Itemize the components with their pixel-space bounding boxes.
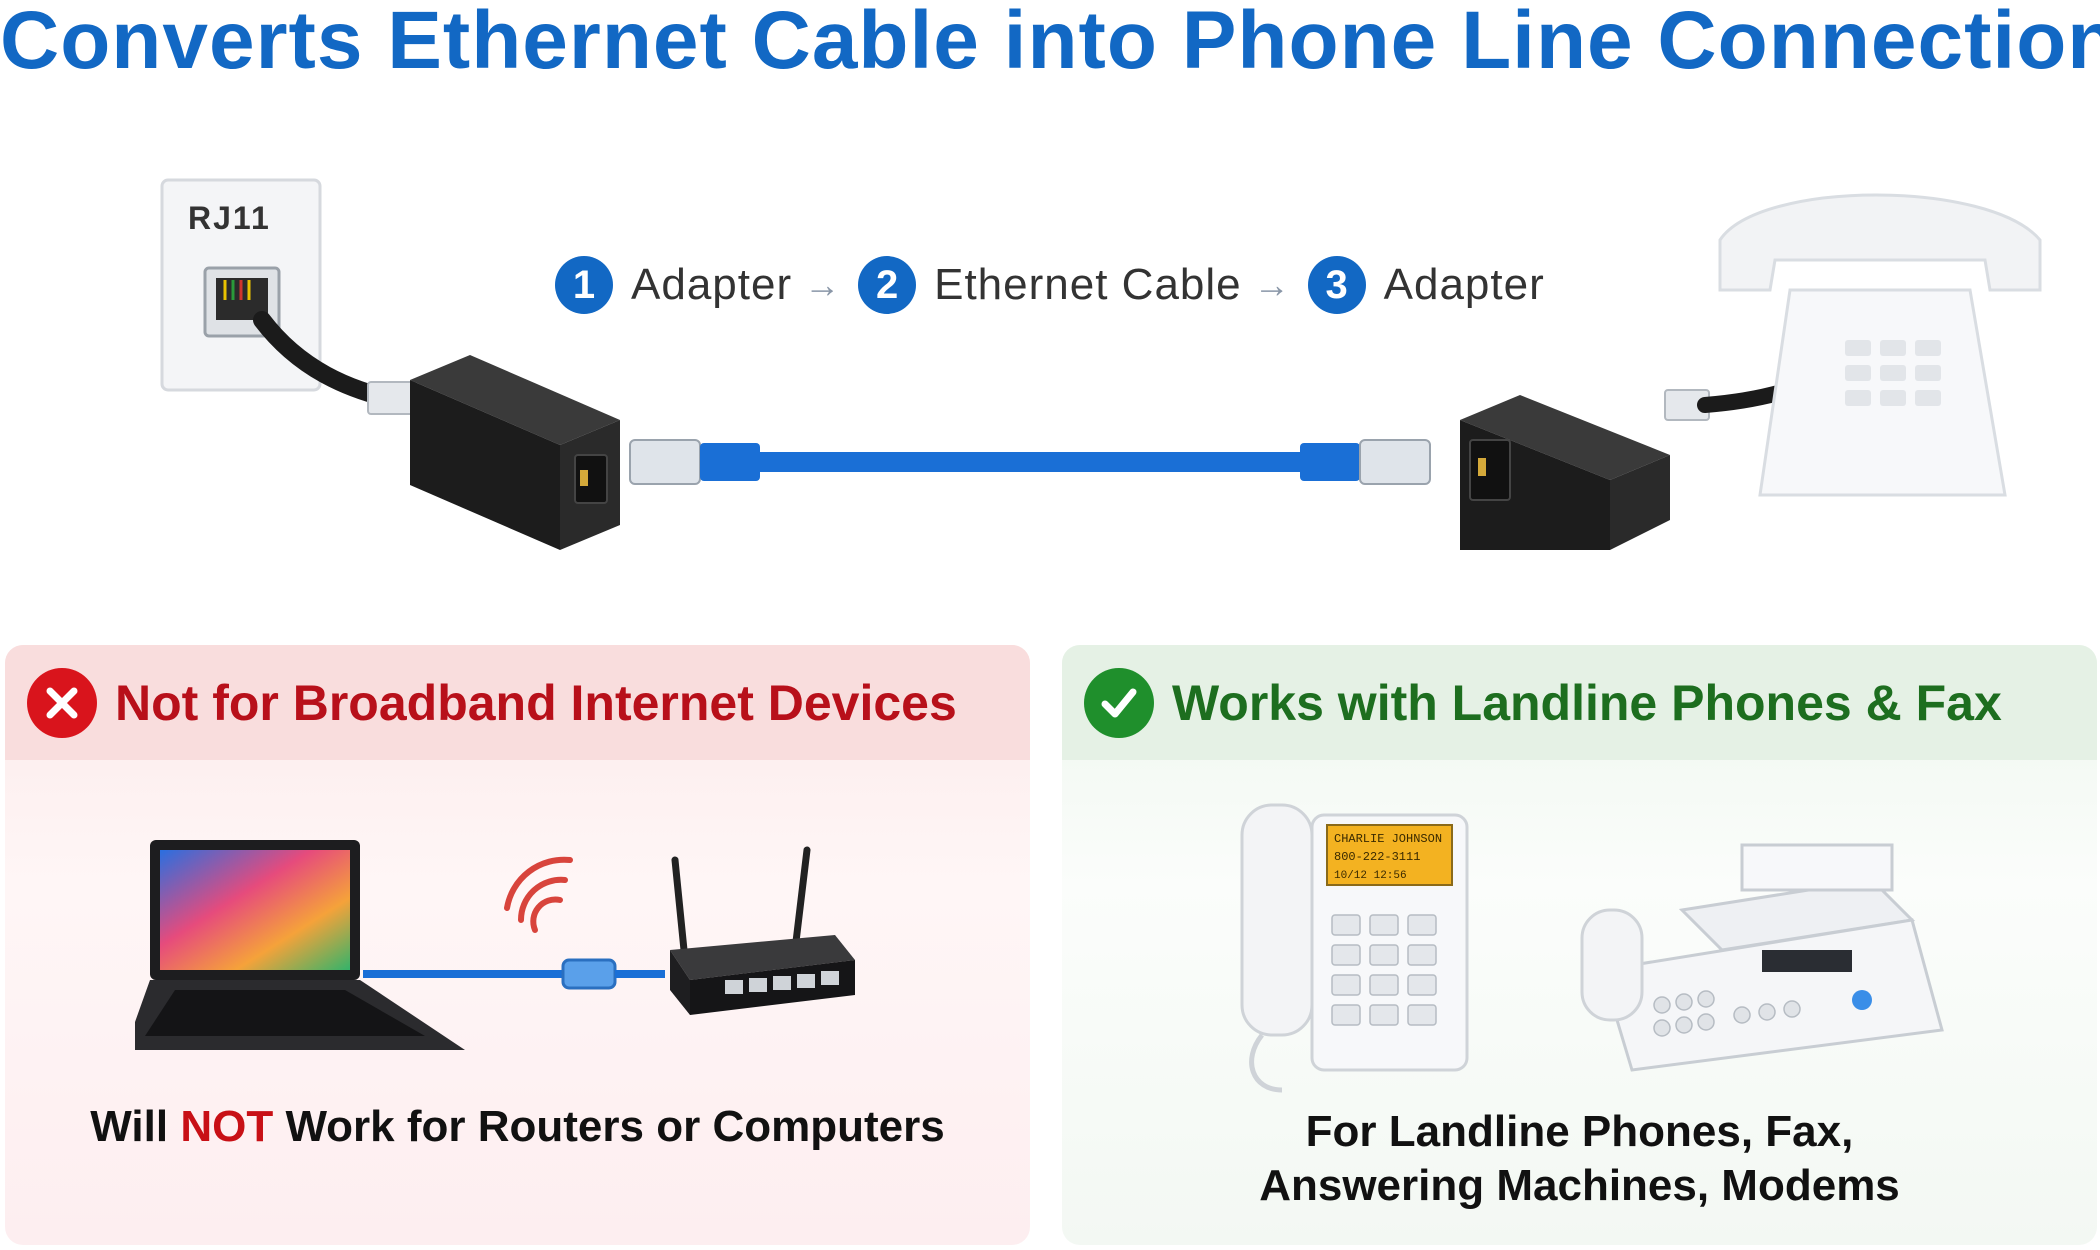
caption-suffix: Work for Routers or Computers xyxy=(273,1102,945,1151)
step-label-adapter-1: Adapter xyxy=(631,260,793,309)
arrow-right-icon: → xyxy=(804,264,841,305)
fax-machine-icon xyxy=(1580,843,1944,1072)
desk-telephone-icon xyxy=(1718,193,2042,497)
phone-fax-illustration: CHARLIE JOHNSON 800-222-3111 10/12 12:56 xyxy=(1240,803,1944,1093)
cordless-phone-icon: CHARLIE JOHNSON 800-222-3111 10/12 12:56 xyxy=(1240,803,1469,1093)
x-circle-icon xyxy=(27,667,97,738)
not-supported-panel: Not for Broadband Internet Devices xyxy=(5,645,1030,1245)
adapter-right-icon xyxy=(1460,395,1670,550)
supported-caption: For Landline Phones, Fax, Answering Mach… xyxy=(1062,1105,2097,1213)
step-number-badge: 3 xyxy=(1307,256,1366,314)
not-supported-heading: Not for Broadband Internet Devices xyxy=(115,674,957,731)
check-circle-icon xyxy=(1084,667,1154,738)
blue-connector-icon xyxy=(561,958,617,990)
not-supported-header: Not for Broadband Internet Devices xyxy=(5,645,1030,760)
caption-not-emphasis: NOT xyxy=(180,1102,274,1151)
wireless-signal-icon xyxy=(504,856,573,933)
supported-header: Works with Landline Phones & Fax xyxy=(1062,645,2097,760)
step-label-adapter-3: Adapter xyxy=(1383,260,1545,309)
phone-display-line1: CHARLIE JOHNSON xyxy=(1334,832,1442,846)
caption-line-2: Answering Machines, Modems xyxy=(1259,1161,1900,1210)
connection-diagram: RJ11 1 Adapter → 2 Ethernet Cable → 3 Ad… xyxy=(0,150,2100,610)
caption-line-1: For Landline Phones, Fax, xyxy=(1305,1107,1854,1156)
page-title: Converts Ethernet Cable into Phone Line … xyxy=(0,0,2100,86)
step-number-badge: 2 xyxy=(858,256,917,314)
phone-display-line2: 800-222-3111 xyxy=(1334,850,1420,864)
phone-display-line3: 10/12 12:56 xyxy=(1334,870,1407,882)
step-label-ethernet-cable: Ethernet Cable xyxy=(934,260,1242,309)
ethernet-cable-icon xyxy=(629,439,1431,485)
not-supported-caption: Will NOT Work for Routers or Computers xyxy=(5,1100,1030,1154)
caption-prefix: Will xyxy=(90,1102,181,1151)
wall-jack-label: RJ11 xyxy=(188,200,271,236)
arrow-right-icon: → xyxy=(1253,264,1290,305)
laptop-icon xyxy=(135,840,465,1050)
router-icon xyxy=(670,846,855,1015)
steps-row: 1 Adapter → 2 Ethernet Cable → 3 Adapter xyxy=(555,250,1545,320)
adapter-left-icon xyxy=(410,355,620,550)
supported-heading: Works with Landline Phones & Fax xyxy=(1172,674,2002,731)
diagram-illustration xyxy=(160,178,2042,550)
step-number-badge: 1 xyxy=(555,256,613,314)
supported-panel: Works with Landline Phones & Fax CHARLIE… xyxy=(1062,645,2097,1245)
router-computer-illustration xyxy=(135,840,855,1050)
